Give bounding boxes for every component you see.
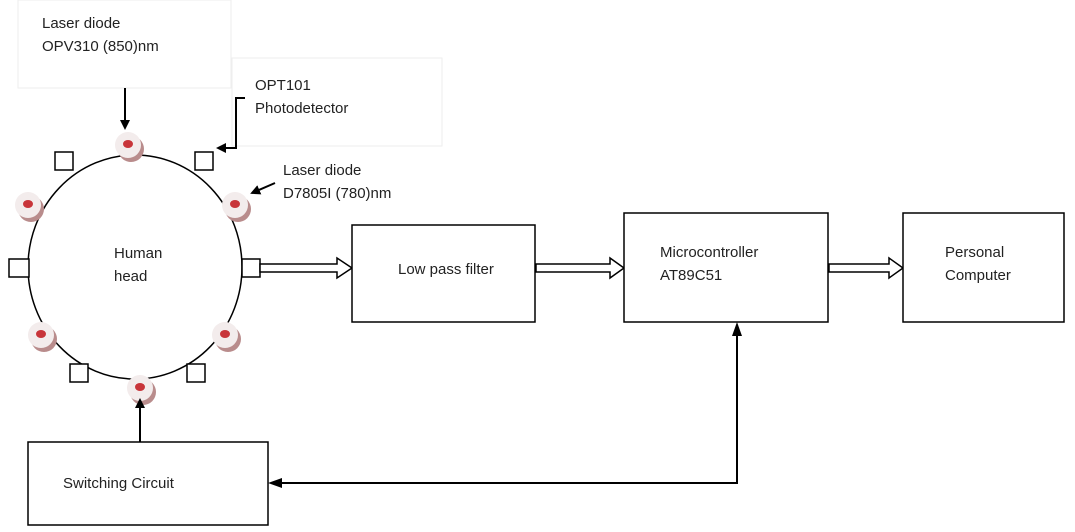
label-line: Human bbox=[114, 245, 163, 262]
photodetectors bbox=[8, 151, 261, 383]
switching-circuit-label: Switching Circuit bbox=[63, 475, 174, 492]
line-mcu-switch bbox=[282, 336, 738, 484]
laser-right-label: Laser diode D7805I (780)nm bbox=[283, 159, 391, 205]
personal-computer-block bbox=[902, 212, 1065, 323]
label-line: Personal bbox=[945, 244, 1005, 261]
label-line: Microcontroller bbox=[660, 244, 759, 261]
signal-arrows bbox=[259, 256, 905, 280]
label-line: Photodetector bbox=[255, 100, 349, 117]
label-line: Computer bbox=[945, 267, 1011, 284]
switching-circuit-block bbox=[27, 441, 269, 526]
photodetector-square bbox=[241, 258, 261, 278]
laser-diode-icon bbox=[15, 192, 44, 222]
arrowhead-mcu bbox=[732, 322, 742, 336]
arrowhead-switch bbox=[268, 478, 282, 488]
label-line: OPT101 bbox=[255, 77, 311, 94]
microcontroller-label: Microcontroller AT89C51 bbox=[660, 241, 758, 287]
photodetector-square bbox=[186, 363, 206, 383]
microcontroller-block bbox=[623, 212, 829, 323]
laser-diode-icon bbox=[115, 132, 144, 162]
photodetector-square bbox=[69, 363, 89, 383]
label-line: AT89C51 bbox=[660, 267, 723, 284]
label-line: OPV310 (850)nm bbox=[42, 38, 159, 55]
hollow-arrow-head-to-filter bbox=[259, 256, 354, 280]
label-line: D7805I (780)nm bbox=[283, 185, 392, 202]
laser-diode-icon bbox=[222, 192, 251, 222]
hollow-arrow-mcu-to-pc bbox=[828, 256, 905, 280]
laser-diode-icon bbox=[127, 375, 156, 405]
photodetector-square bbox=[8, 258, 30, 278]
laser-diodes bbox=[15, 132, 251, 405]
low-pass-filter-label: Low pass filter bbox=[398, 261, 494, 278]
arrow-laser-right bbox=[250, 182, 276, 195]
label-frame bbox=[231, 57, 443, 147]
photodetector-label: OPT101 Photodetector bbox=[255, 74, 348, 120]
hollow-arrow-filter-to-mcu bbox=[535, 256, 626, 280]
arrow-photodetector bbox=[216, 97, 245, 153]
photodetector-square bbox=[194, 151, 214, 171]
label-line: head bbox=[114, 268, 148, 285]
laser-top-label: Laser diode OPV310 (850)nm bbox=[42, 12, 159, 58]
personal-computer-label: Personal Computer bbox=[945, 241, 1011, 287]
label-line: Laser diode bbox=[42, 15, 121, 32]
photodetector-square bbox=[54, 151, 74, 171]
laser-diode-icon bbox=[28, 322, 57, 352]
label-line: Laser diode bbox=[283, 162, 362, 179]
low-pass-filter-block bbox=[351, 224, 536, 323]
human-head-label: Human head bbox=[114, 242, 162, 288]
laser-diode-icon bbox=[212, 322, 241, 352]
